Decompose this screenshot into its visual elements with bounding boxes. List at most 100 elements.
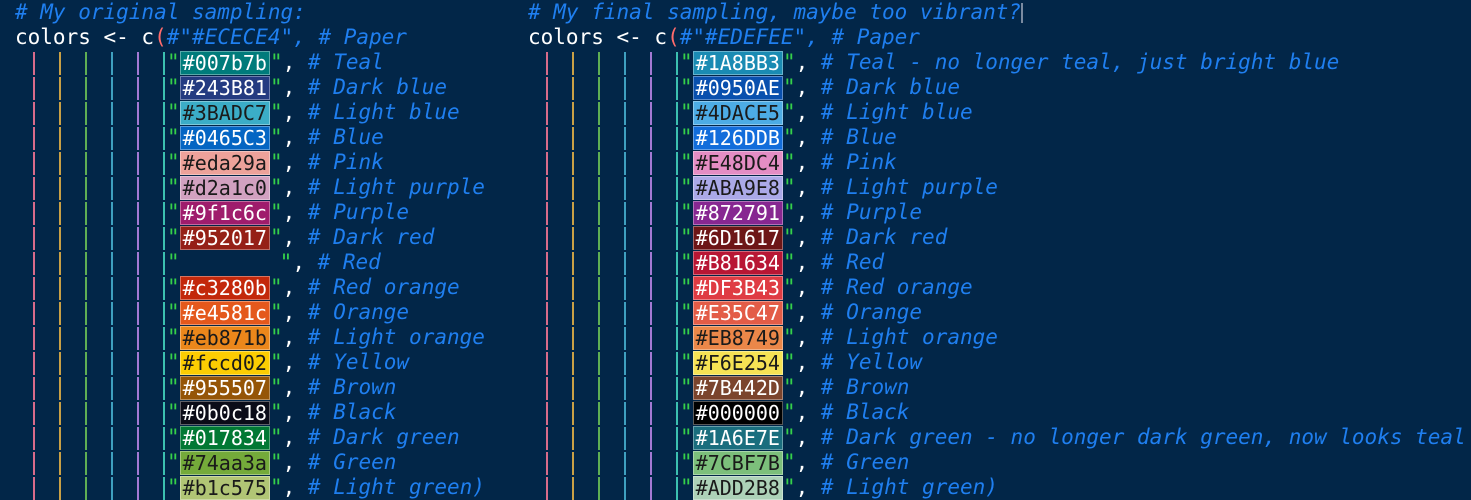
assign-keyword: colors <- c <box>528 25 668 49</box>
indent-guide-line <box>650 102 652 125</box>
open-quote: " <box>680 250 693 274</box>
indent-guide-line <box>111 402 113 425</box>
comma: , <box>282 50 308 74</box>
paper-comment: #"#EDEFEE", # Paper <box>679 25 920 49</box>
close-quote: " <box>782 250 796 274</box>
indent-guide-line <box>163 202 165 225</box>
comma: , <box>795 475 821 499</box>
indent-guide-line <box>572 152 574 175</box>
indent-guides <box>15 175 167 200</box>
open-quote: " <box>167 325 180 349</box>
hex-color-swatch: #017834 <box>179 426 270 450</box>
indent-guides <box>15 375 167 400</box>
indent-guides <box>15 75 167 100</box>
open-quote: " <box>680 400 693 424</box>
indent-guides <box>528 400 680 425</box>
color-comment: # Dark blue <box>307 75 447 99</box>
open-quote: " <box>167 50 180 74</box>
indent-guides <box>528 225 680 250</box>
comma: , <box>282 325 308 349</box>
indent-guide-line <box>33 177 35 200</box>
indent-guide-line <box>624 152 626 175</box>
indent-guide-line <box>624 227 626 250</box>
indent-guide-line <box>59 327 61 350</box>
color-comment: # Teal - no longer teal, just bright blu… <box>820 50 1340 74</box>
hex-color-swatch: #872791 <box>692 201 783 225</box>
open-quote: " <box>167 275 180 299</box>
hex-color-swatch: #ADD2B8 <box>692 476 783 500</box>
open-quote: " <box>680 350 693 374</box>
indent-guide-line <box>137 102 139 125</box>
color-row: "#d2a1c0", # Light purple <box>15 175 505 200</box>
hex-color-swatch: #1A8BB3 <box>692 51 783 75</box>
indent-guide-line <box>111 127 113 150</box>
hex-color-swatch: #7CBF7B <box>692 451 783 475</box>
indent-guide-line <box>111 427 113 450</box>
color-comment: # Blue <box>820 125 897 149</box>
color-comment: # Yellow <box>820 350 923 374</box>
indent-guide-line <box>137 252 139 275</box>
assign-keyword: colors <- c <box>15 25 155 49</box>
close-quote: " <box>782 425 796 449</box>
comma: , <box>795 350 821 374</box>
open-quote: " <box>680 300 693 324</box>
comma: , <box>795 425 821 449</box>
indent-guide-line <box>85 177 87 200</box>
indent-guides <box>15 275 167 300</box>
indent-guides <box>528 300 680 325</box>
indent-guide-line <box>650 277 652 300</box>
close-quote: " <box>782 225 796 249</box>
color-comment: # Green <box>820 450 910 474</box>
open-quote: " <box>167 200 180 224</box>
indent-guide-line <box>572 302 574 325</box>
indent-guide-line <box>546 477 548 500</box>
indent-guide-line <box>572 77 574 100</box>
indent-guides <box>15 400 167 425</box>
hex-color-swatch: #0465C3 <box>179 126 270 150</box>
indent-guide-line <box>85 477 87 500</box>
indent-guide-line <box>59 127 61 150</box>
close-quote: " <box>782 400 796 424</box>
indent-guide-line <box>111 52 113 75</box>
indent-guide-line <box>598 277 600 300</box>
indent-guide-line <box>33 477 35 500</box>
comma: , <box>282 175 308 199</box>
indent-guide-line <box>598 52 600 75</box>
indent-guide-line <box>111 252 113 275</box>
color-row: "#007b7b", # Teal <box>15 50 505 75</box>
close-quote: " <box>269 325 283 349</box>
indent-guides <box>15 325 167 350</box>
close-quote: " <box>782 200 796 224</box>
color-row: "#eb871b", # Light orange <box>15 325 505 350</box>
indent-guide-line <box>572 477 574 500</box>
indent-guide-line <box>137 302 139 325</box>
indent-guide-line <box>676 52 678 75</box>
indent-guide-line <box>572 327 574 350</box>
comma: , <box>282 450 308 474</box>
color-comment: # Red <box>820 250 885 274</box>
open-quote: " <box>167 300 180 324</box>
open-quote: " <box>680 275 693 299</box>
comma: , <box>282 100 308 124</box>
indent-guide-line <box>163 352 165 375</box>
indent-guide-line <box>163 377 165 400</box>
color-row: "#0b0c18", # Black <box>15 400 505 425</box>
indent-guide-line <box>676 202 678 225</box>
open-quote: " <box>680 450 693 474</box>
indent-guide-line <box>624 477 626 500</box>
open-quote: " <box>167 350 180 374</box>
open-quote: " <box>167 125 180 149</box>
indent-guide-line <box>676 177 678 200</box>
indent-guide-line <box>572 377 574 400</box>
indent-guide-line <box>624 52 626 75</box>
indent-guide-line <box>598 327 600 350</box>
indent-guide-line <box>598 177 600 200</box>
color-comment: # Light blue <box>820 100 973 124</box>
hex-color-swatch: #007b7b <box>179 51 270 75</box>
indent-guide-line <box>137 227 139 250</box>
open-quote: " <box>167 400 180 424</box>
indent-guides <box>528 125 680 150</box>
indent-guide-line <box>624 102 626 125</box>
indent-guide-line <box>163 477 165 500</box>
